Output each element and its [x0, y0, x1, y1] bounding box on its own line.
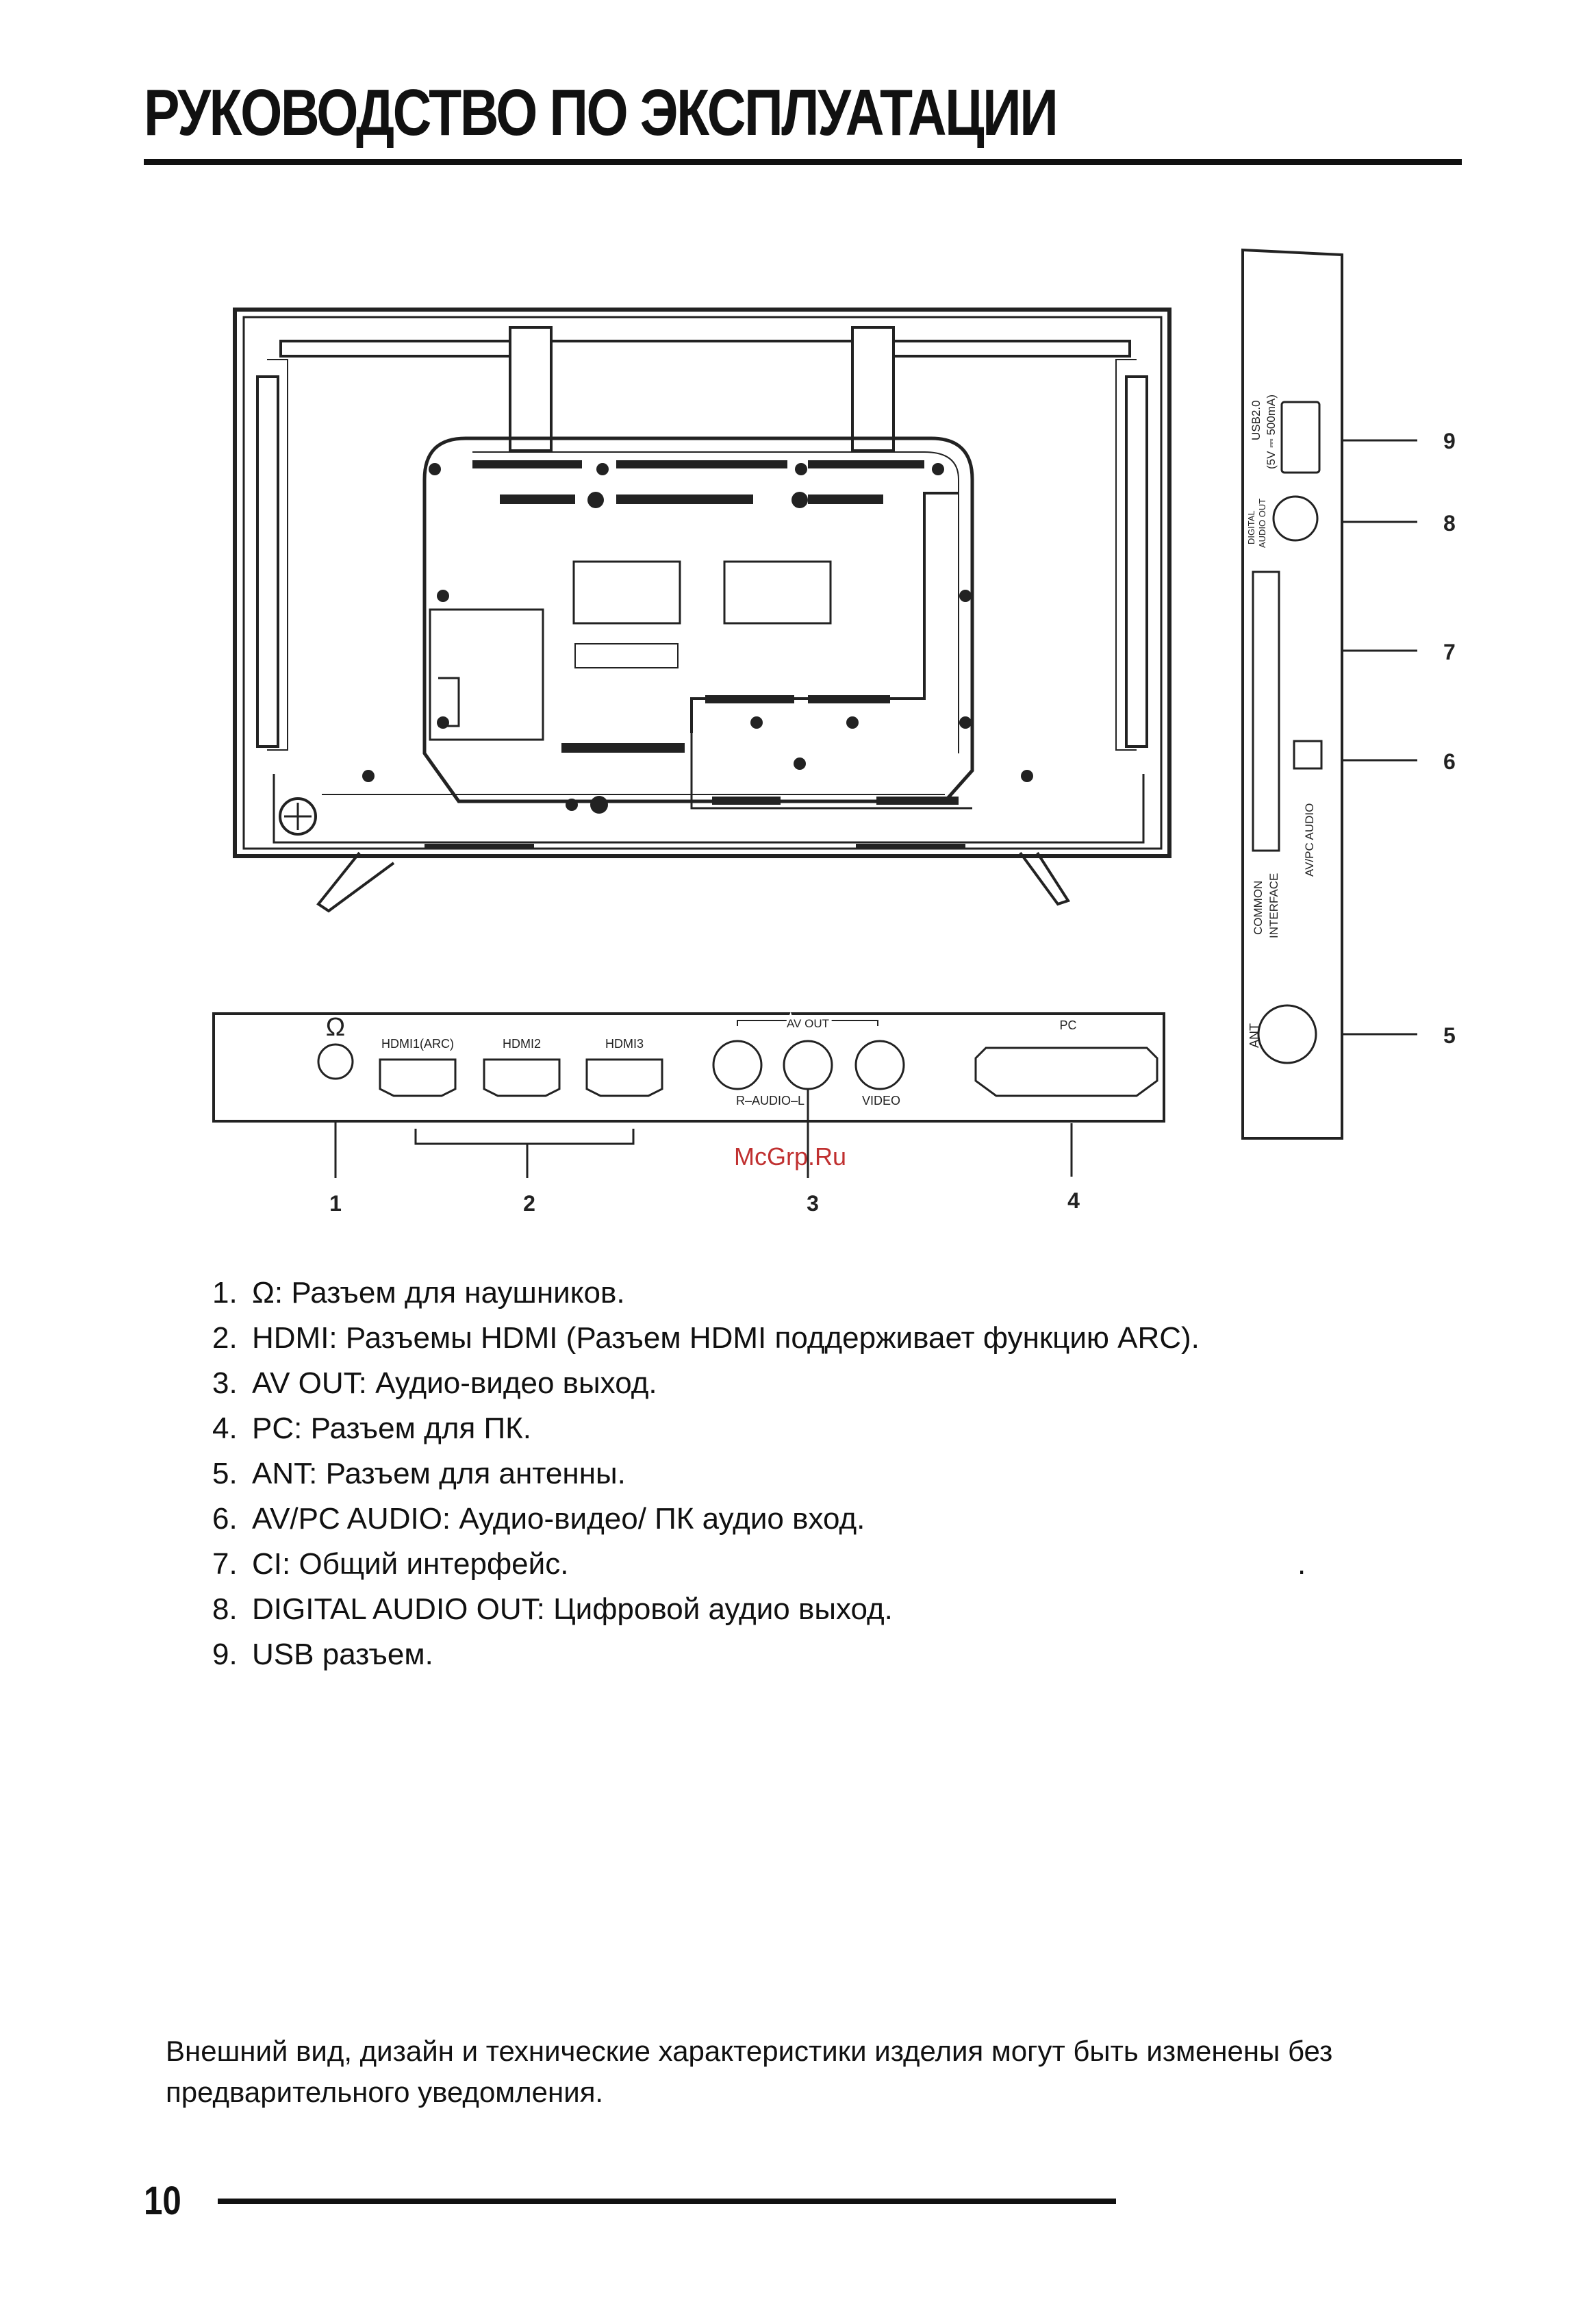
hdmi3-label: HDMI3: [605, 1037, 644, 1051]
video-label: VIDEO: [862, 1094, 900, 1107]
item-label: DIGITAL AUDIO OUT:: [252, 1592, 545, 1626]
list-item: 6.AV/PC AUDIO: Аудио-видео/ ПК аудио вхо…: [212, 1502, 865, 1536]
usb-label-2: (5V ⎓ 500mA): [1265, 395, 1278, 469]
item-text: Разъем для антенны.: [325, 1457, 626, 1490]
optical-port: [1272, 495, 1319, 542]
item-text: Аудио-видео выход.: [375, 1366, 657, 1400]
item-label: AV/PC AUDIO:: [252, 1502, 451, 1536]
callout-8: 8: [1443, 511, 1456, 536]
watermark: McGrp.Ru: [734, 1142, 847, 1170]
list-item: 5.ANT: Разъем для антенны.: [212, 1457, 626, 1490]
video-jack: [854, 1040, 905, 1090]
list-item: 9.USB разъем.: [212, 1638, 433, 1671]
item-label: HDMI:: [252, 1321, 338, 1355]
hdmi2-label: HDMI2: [503, 1037, 541, 1051]
item-text: Разъем для ПК.: [310, 1412, 531, 1445]
side-leaders: [1342, 439, 1417, 1036]
item-text: Разъем для наушников.: [291, 1276, 625, 1310]
tv-back-illustration: [233, 308, 1171, 913]
common-label-2: INTERFACE: [1267, 873, 1280, 938]
avpc-audio-port: [1293, 740, 1323, 770]
item-label: USB: [252, 1638, 314, 1671]
callout-3: 3: [807, 1191, 819, 1216]
item-label: Ω:: [252, 1276, 283, 1310]
avpc-audio-label: AV/PC AUDIO: [1303, 803, 1316, 877]
connector-diagram: Ω HDMI1(ARC) HDMI2 HDMI3 AV OUT R–AUDIO–…: [212, 248, 1456, 1216]
list-item: 7.CI: Общий интерфейс..: [212, 1542, 1306, 1587]
disclaimer-note: Внешний вид, дизайн и технические характ…: [166, 2035, 1333, 2108]
list-item: 2.HDMI: Разъемы HDMI (Разъем HDMI поддер…: [212, 1321, 1200, 1355]
callout-9: 9: [1443, 429, 1456, 453]
stray-dot: .: [1297, 1547, 1306, 1581]
item-text: Разъемы HDMI (Разъем HDMI поддерживает ф…: [345, 1321, 1200, 1355]
audio-r-jack: [712, 1040, 763, 1090]
connector-list: 1.Ω: Разъем для наушников. 2.HDMI: Разъе…: [212, 1270, 1306, 1677]
item-text: разъем.: [322, 1638, 433, 1671]
usb-label-1: USB2.0: [1250, 400, 1263, 440]
item-label: AV OUT:: [252, 1366, 367, 1400]
side-connector-panel: USB2.0 (5V ⎓ 500mA) DIGITAL AUDIO OUT AV…: [1241, 248, 1343, 1140]
digital-label-1: DIGITAL: [1246, 510, 1256, 544]
headphone-icon: Ω: [326, 1013, 345, 1042]
hdmi1-port: [379, 1058, 457, 1097]
page-number: 10: [144, 2179, 181, 2223]
item-label: CI:: [252, 1547, 291, 1581]
callout-4: 4: [1067, 1188, 1080, 1213]
list-item: 1.Ω: Разъем для наушников.: [212, 1276, 625, 1310]
callout-1: 1: [329, 1191, 342, 1216]
antenna-port: [1257, 1004, 1317, 1064]
headphone-jack: [317, 1043, 354, 1080]
item-text: Цифровой аудио выход.: [553, 1592, 893, 1626]
av-out-label: AV OUT: [787, 1017, 829, 1030]
callout-6: 6: [1443, 749, 1456, 774]
digital-label-2: AUDIO OUT: [1257, 499, 1267, 548]
list-item: 3.AV OUT: Аудио-видео выход.: [212, 1366, 657, 1400]
item-text: Аудио-видео/ ПК аудио вход.: [459, 1502, 865, 1536]
callout-5: 5: [1443, 1023, 1456, 1048]
item-label: ANT:: [252, 1457, 318, 1490]
ant-label: ANT: [1247, 1023, 1261, 1048]
bottom-connector-panel: Ω HDMI1(ARC) HDMI2 HDMI3 AV OUT R–AUDIO–…: [212, 1012, 1165, 1123]
item-text: Общий интерфейс.: [299, 1547, 569, 1581]
audio-rl-label: R–AUDIO–L: [736, 1094, 805, 1107]
item-label: PC:: [252, 1412, 303, 1445]
vga-port: [974, 1047, 1158, 1097]
tv-vents: [425, 460, 965, 848]
tv-screws: [362, 463, 1033, 814]
footer-rule: [218, 2199, 1116, 2204]
hdmi1-label: HDMI1(ARC): [381, 1037, 454, 1051]
title-rule: [144, 159, 1462, 165]
bottom-leaders: [334, 1089, 1073, 1178]
usb-port: [1280, 401, 1321, 474]
callout-7: 7: [1443, 640, 1456, 664]
hdmi3-port: [585, 1058, 663, 1097]
callout-2: 2: [523, 1191, 535, 1216]
page-title: РУКОВОДСТВО ПО ЭКСПЛУАТАЦИИ: [144, 76, 1059, 149]
common-label-1: COMMON: [1252, 881, 1265, 935]
list-item: 8.DIGITAL AUDIO OUT: Цифровой аудио выхо…: [212, 1592, 893, 1626]
audio-l-jack: [783, 1040, 833, 1090]
pc-label: PC: [1059, 1018, 1076, 1032]
list-item: 4.PC: Разъем для ПК.: [212, 1412, 531, 1445]
ci-slot: [1252, 571, 1280, 852]
hdmi2-port: [483, 1058, 561, 1097]
